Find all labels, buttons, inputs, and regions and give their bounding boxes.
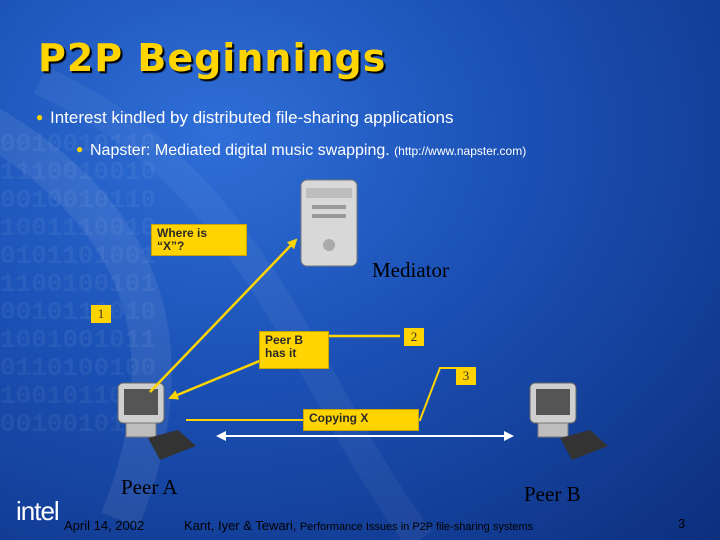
mediator-label: Mediator [372, 258, 449, 282]
bullet-2: ● Napster: Mediated digital music swappin… [76, 142, 526, 160]
bullet-1: ● Interest kindled by distributed file-sh… [36, 108, 454, 128]
bullet-1-text: Interest kindled by distributed file-sha… [50, 108, 454, 127]
bullet-icon: ● [76, 142, 84, 156]
peerb-line2: has it [265, 346, 297, 360]
peer-b-has-it-label: Peer B has it [259, 331, 329, 369]
footer-paper-title: Performance Issues in P2P file-sharing s… [299, 521, 534, 533]
peerb-line1: Peer B [265, 333, 304, 347]
step-1-badge: 1 [91, 305, 111, 323]
where-line1: Where is [157, 226, 208, 240]
footer-citation: Kant, Iyer & Tewari, Performance Issues … [184, 518, 533, 533]
peer-b-computer-icon [529, 382, 608, 460]
footer-date: April 14, 2002 [64, 518, 145, 533]
binary-background: 0010010110 1110010010 0010010110 1001110… [0, 130, 157, 439]
where-line2: “X”? [157, 239, 185, 253]
slide-title: P2P Beginnings [38, 36, 387, 80]
peer-a-label: Peer A [121, 475, 178, 499]
copying-x-label: Copying X [303, 409, 419, 431]
intel-logo: intel [16, 496, 60, 526]
peer-b-label: Peer B [524, 482, 581, 506]
footer-authors: Kant, Iyer & Tewari, [184, 518, 297, 533]
request-arrow [149, 238, 298, 393]
bullet-2-text: Napster: Mediated digital music swapping… [90, 142, 390, 159]
bullet-icon: ● [36, 110, 44, 124]
napster-url: (http://www.napster.com) [394, 144, 527, 158]
mediator-server-icon [300, 179, 358, 267]
peer-a-computer-icon [117, 382, 196, 460]
step-2-badge: 2 [404, 328, 424, 346]
where-is-x-label: Where is “X”? [151, 224, 247, 256]
page-number: 3 [678, 516, 686, 531]
step-3-badge: 3 [456, 367, 476, 385]
